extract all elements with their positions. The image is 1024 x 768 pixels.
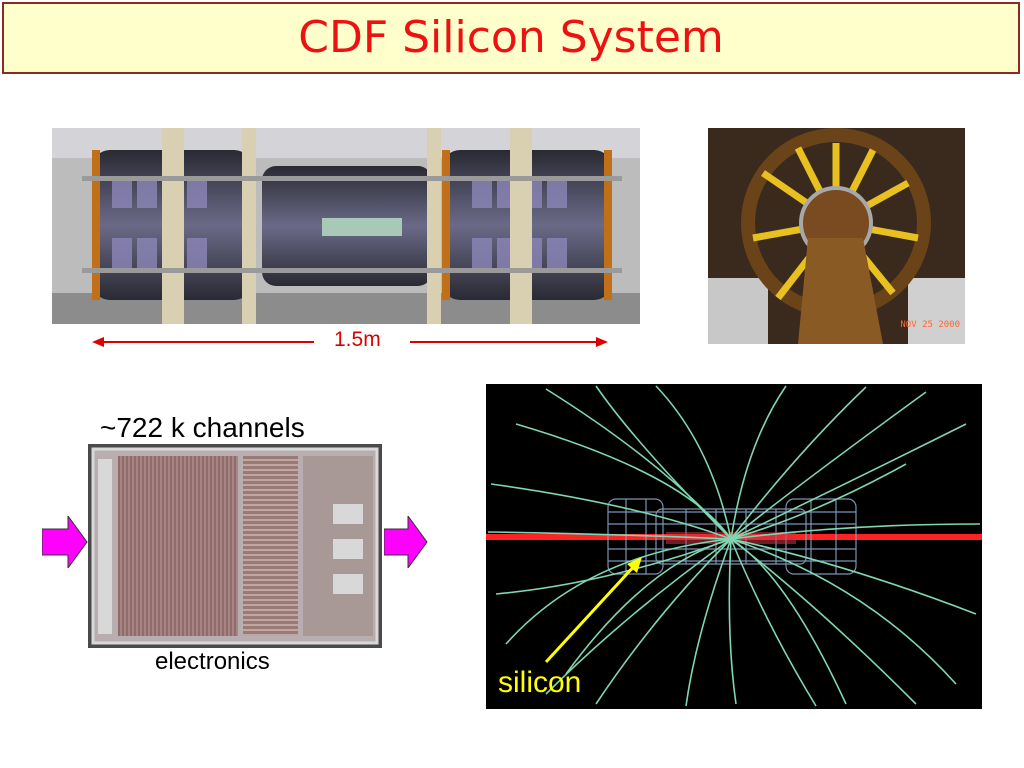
detector-endview-photo: NOV 25 2000 [708, 128, 965, 344]
electronics-label: electronics [155, 648, 270, 675]
title-banner: CDF Silicon System [2, 2, 1020, 74]
dimension-arrow [92, 337, 608, 347]
event-display [486, 384, 982, 709]
input-arrow-icon [42, 516, 88, 568]
photo-date-stamp: NOV 25 2000 [900, 320, 960, 330]
silicon-label: silicon [498, 666, 582, 699]
output-arrow-icon [384, 516, 428, 568]
silicon-barrel-photo [52, 128, 640, 324]
slide-title: CDF Silicon System [298, 12, 724, 63]
readout-chip-photo [88, 444, 382, 648]
channels-label: ~722 k channels [100, 412, 305, 443]
length-label: 1.5m [334, 328, 381, 351]
